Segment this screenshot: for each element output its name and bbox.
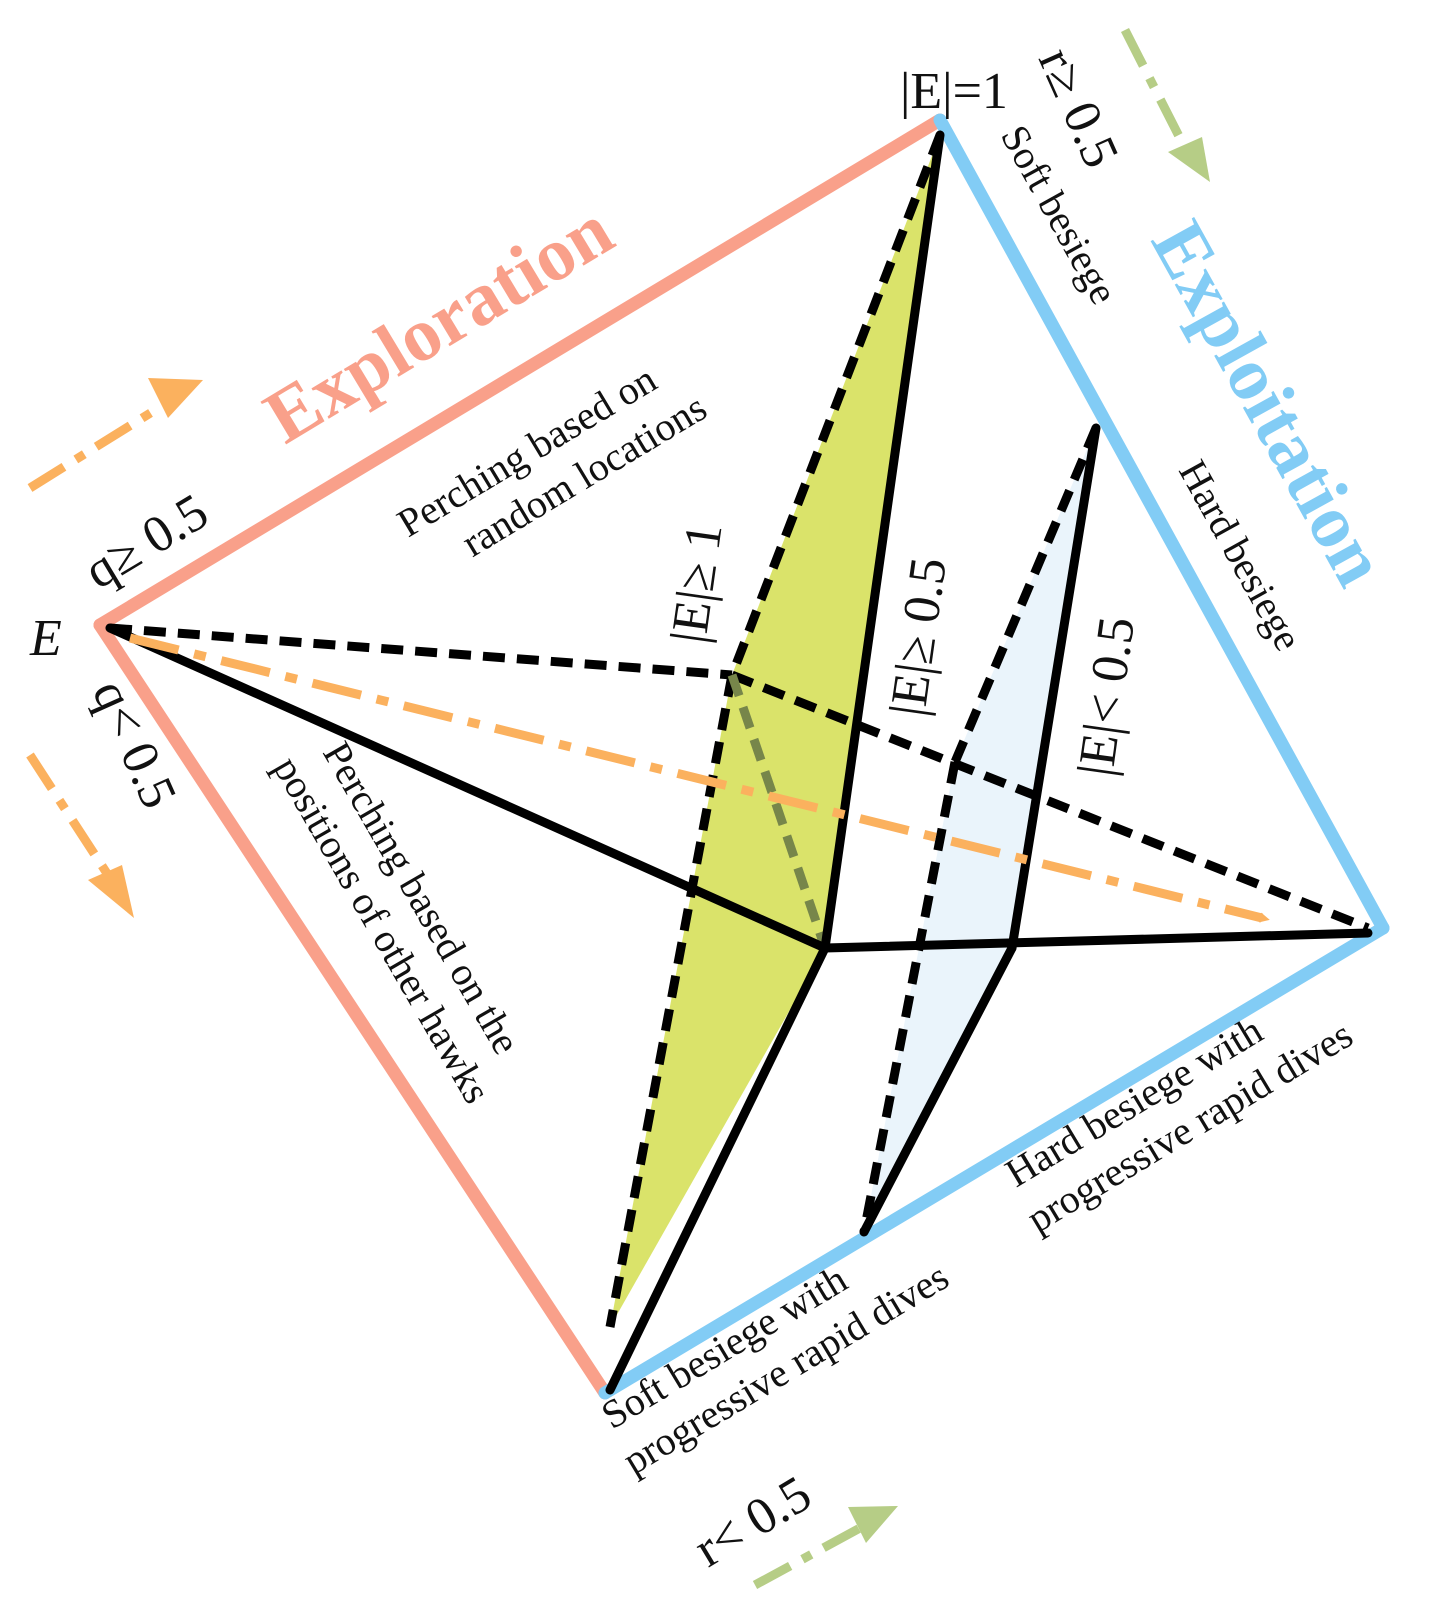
- label-hard-rapid: Hard besiege with progressive rapid dive…: [997, 1007, 1360, 1241]
- olive-dashed-line: [727, 673, 830, 950]
- exploitation-edge-lower: [598, 921, 1390, 1400]
- label-perch-hawks: Perching based on the positions of other…: [265, 734, 529, 1111]
- yellow-plane: [610, 135, 940, 1327]
- vertex-e-left: E: [29, 610, 62, 667]
- main-trajectory-arrow: [128, 633, 1270, 923]
- cond-r-lt: r< 0.5: [685, 1465, 821, 1578]
- arrow-q-lt: [26, 752, 134, 918]
- cond-e-lt-05: |E|< 0.5: [1067, 613, 1146, 779]
- exploitation-edge-upper: [933, 113, 1390, 935]
- arrow-q-ge: [27, 378, 203, 492]
- exploration-edge-lower: [93, 618, 612, 1400]
- blue-plane: [864, 428, 1096, 1232]
- cond-e-ge-05: |E|≥ 0.5: [879, 554, 958, 720]
- exploration-edge-upper: [93, 113, 947, 632]
- label-perch-random: Perching based on random locations: [389, 356, 714, 565]
- arrow-r-lt: [752, 1506, 898, 1589]
- cond-e-ge-1: |E|≥ 1: [660, 520, 733, 647]
- arrow-r-ge: [1120, 27, 1210, 182]
- vertex-e-top: |E|=1: [900, 63, 1008, 120]
- cond-q-ge: q≥ 0.5: [75, 483, 218, 600]
